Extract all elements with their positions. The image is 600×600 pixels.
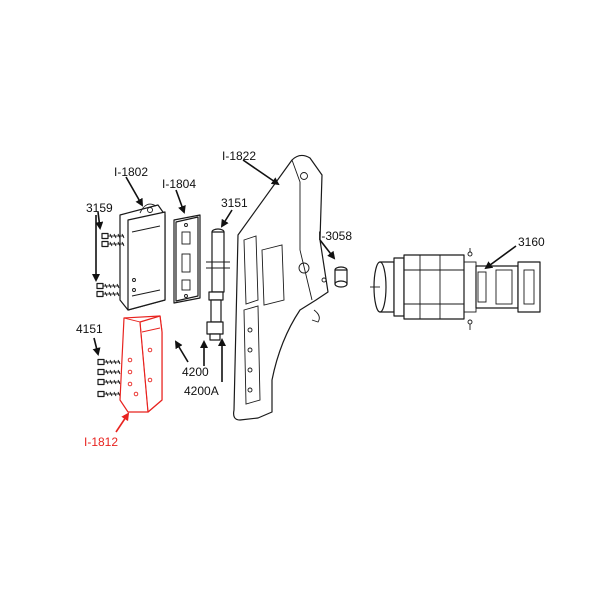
- label-i3058: I-3058: [318, 229, 352, 243]
- label-i1804: I-1804: [162, 177, 196, 191]
- label-4200a: 4200A: [184, 384, 219, 398]
- leader-arrows: [92, 159, 517, 433]
- label-3159: 3159: [86, 201, 113, 215]
- part-i1802-housing[interactable]: [119, 203, 166, 311]
- label-i1812: I-1812: [84, 435, 118, 449]
- label-4200: 4200: [182, 365, 209, 379]
- screws-3159[interactable]: [96, 232, 125, 298]
- screws-4151[interactable]: [97, 358, 121, 398]
- part-i1822-frame[interactable]: [233, 154, 329, 421]
- label-4151: 4151: [76, 322, 103, 336]
- part-i3058-bushing[interactable]: [334, 266, 348, 288]
- part-3160-motor[interactable]: [370, 248, 541, 330]
- label-3160: 3160: [518, 235, 545, 249]
- part-i1804-plate[interactable]: [173, 214, 201, 304]
- part-3151-shaft[interactable]: [206, 228, 230, 341]
- part-i1812-highlighted[interactable]: [119, 315, 163, 413]
- label-i1802: I-1802: [114, 165, 148, 179]
- label-i1822: I-1822: [222, 149, 256, 163]
- label-3151: 3151: [221, 196, 248, 210]
